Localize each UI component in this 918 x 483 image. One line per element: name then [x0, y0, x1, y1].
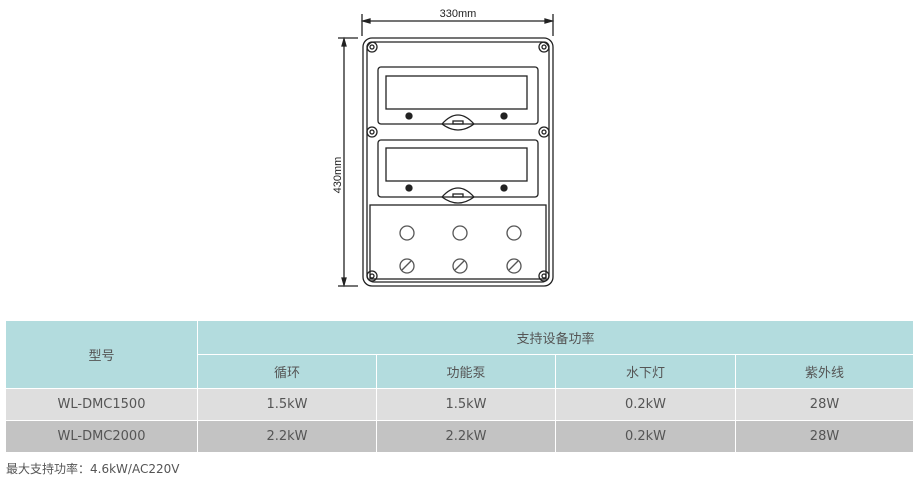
power-spec-table: 型号 支持设备功率 循环 功能泵 水下灯 紫外线 WL-DMC1500 1.5k… — [5, 320, 915, 453]
value-cell: 1.5kW — [197, 388, 377, 421]
column-header: 水下灯 — [555, 354, 736, 389]
table-row: WL-DMC1500 1.5kW 1.5kW 0.2kW 28W — [5, 388, 915, 421]
model-cell: WL-DMC2000 — [5, 420, 198, 453]
value-cell: 0.2kW — [555, 420, 736, 453]
width-dimension-label: 330mm — [440, 8, 477, 20]
column-header: 紫外线 — [734, 354, 915, 389]
group-header: 支持设备功率 — [196, 320, 915, 355]
enclosure-diagram: 330mm 430mm — [332, 8, 555, 288]
value-cell: 28W — [734, 388, 915, 421]
column-header: 循环 — [197, 354, 377, 389]
value-cell: 2.2kW — [197, 420, 377, 453]
model-header: 型号 — [5, 320, 198, 389]
table-row: WL-DMC2000 2.2kW 2.2kW 0.2kW 28W — [5, 420, 915, 453]
column-header: 功能泵 — [376, 354, 556, 389]
value-cell: 0.2kW — [555, 388, 736, 421]
value-cell: 2.2kW — [376, 420, 556, 453]
model-cell: WL-DMC1500 — [5, 388, 198, 421]
max-power-note: 最大支持功率：4.6kW/AC220V — [6, 462, 180, 476]
height-dimension-label: 430mm — [332, 157, 344, 194]
value-cell: 1.5kW — [376, 388, 556, 421]
value-cell: 28W — [734, 420, 915, 453]
